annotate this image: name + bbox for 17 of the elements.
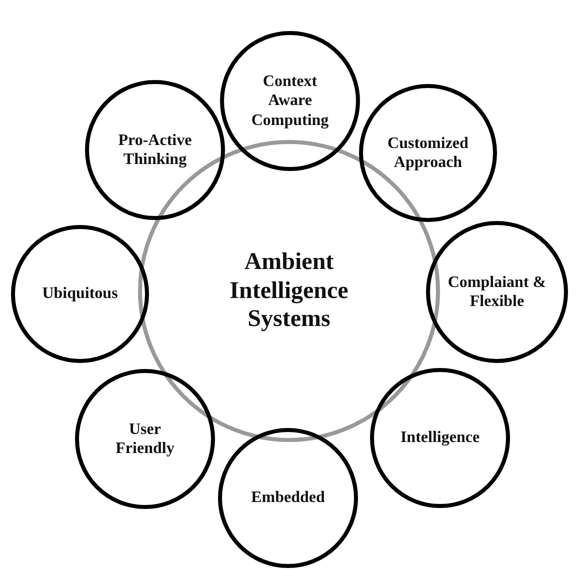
concept-circle xyxy=(370,368,510,508)
concept-circle xyxy=(75,369,215,509)
concept-circle xyxy=(218,428,358,568)
concept-circle xyxy=(426,221,568,363)
concept-circle xyxy=(359,84,497,222)
concept-circle xyxy=(85,80,225,220)
concept-circle xyxy=(11,225,149,363)
title-label: Ambient Intelligence Systems xyxy=(228,248,350,334)
circle-label: User Friendly xyxy=(114,420,176,458)
circle-label: Intelligence xyxy=(400,428,480,448)
circle-label: Embedded xyxy=(251,488,325,508)
circle-label: Context Aware Computing xyxy=(250,72,330,130)
concept-circle xyxy=(220,31,360,171)
circle-label: Pro-Active Thinking xyxy=(117,130,193,170)
circle-label: Complaiant & Flexible xyxy=(446,272,548,312)
circle-label: Customized Approach xyxy=(386,134,470,172)
circle-label: Ubiquitous xyxy=(42,284,118,304)
